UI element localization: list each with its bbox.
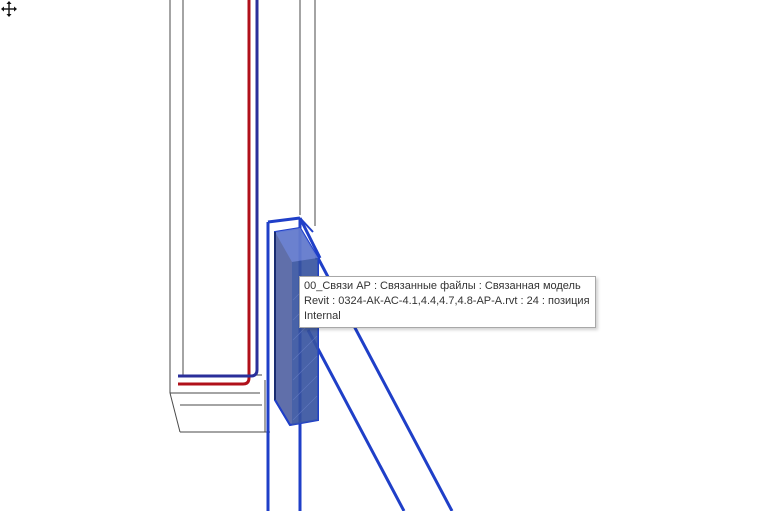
highlighted-linked-element[interactable]	[266, 216, 454, 511]
blue-pipe[interactable]	[178, 0, 259, 378]
move-cursor-icon	[0, 0, 18, 18]
element-tooltip: 00_Связи АР : Связанные файлы : Связанна…	[299, 276, 596, 328]
red-pipe[interactable]	[178, 0, 251, 386]
tooltip-line-category: 00_Связи АР : Связанные файлы : Связанна…	[304, 280, 581, 292]
tooltip-line-type: Internal	[304, 310, 341, 322]
tooltip-line-file: Revit : 0324-АК-АС-4.1,4.4,4.7,4.8-АР-А.…	[304, 295, 590, 307]
